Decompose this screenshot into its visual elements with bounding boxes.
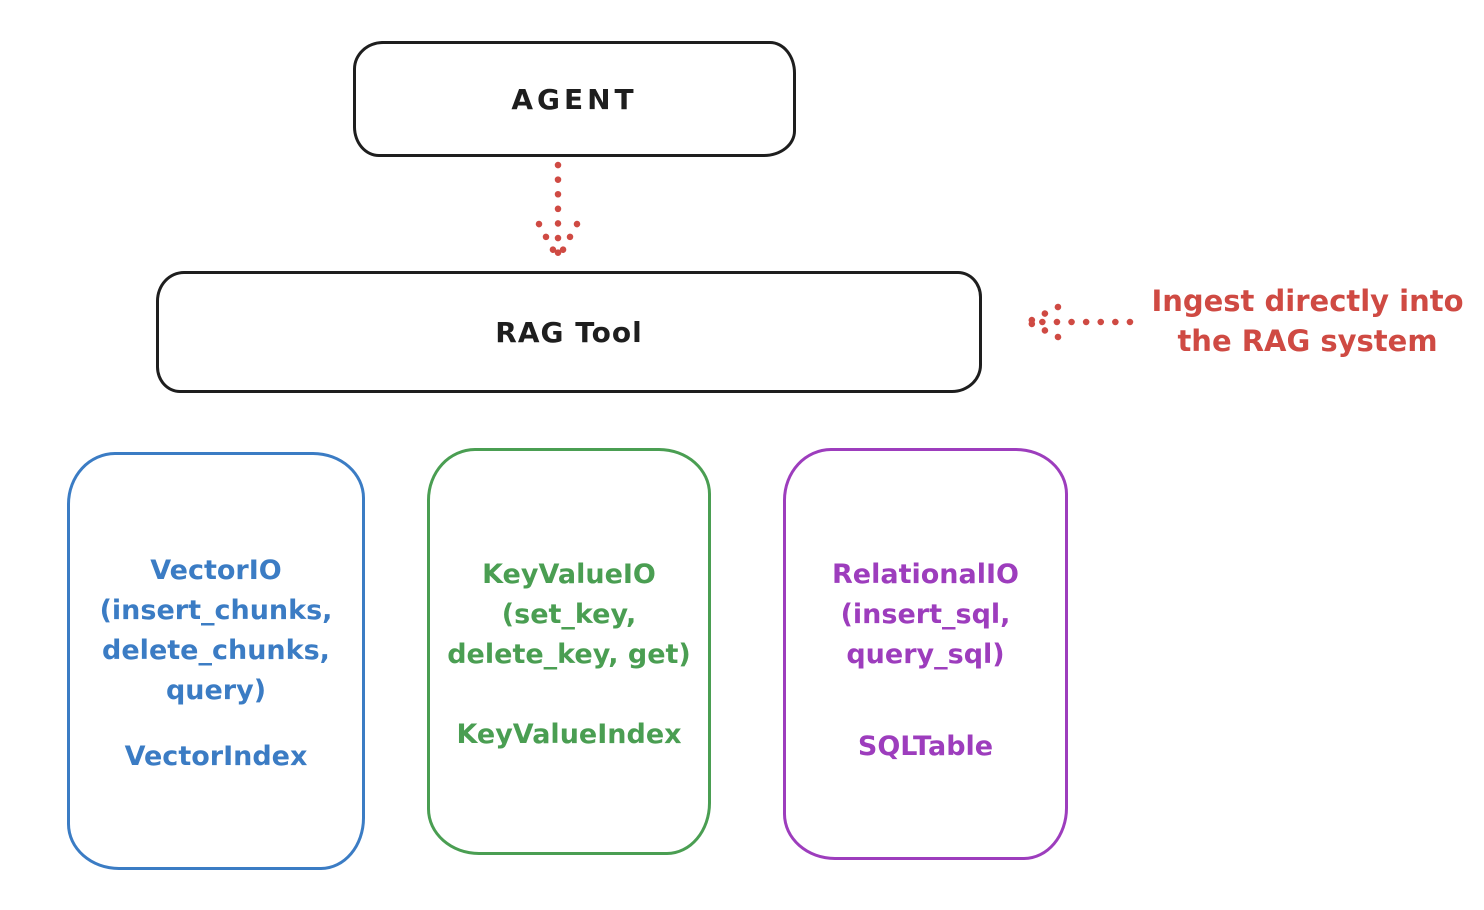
- ingest-arrow-icon: [1024, 303, 1134, 341]
- vector-io-box: VectorIO (insert_chunks, delete_chunks, …: [67, 452, 365, 870]
- sql-table-label: SQLTable: [857, 731, 994, 762]
- ingest-annotation-line1: Ingest directly into: [1151, 284, 1464, 318]
- agent-label: AGENT: [511, 82, 638, 116]
- vector-io-line: (insert_chunks,: [99, 595, 333, 626]
- keyvalue-io-line: delete_key, get): [447, 639, 691, 670]
- vector-io-line: query): [165, 675, 267, 706]
- agent-box: AGENT: [353, 41, 796, 157]
- rag-tool-label: RAG Tool: [495, 315, 643, 349]
- agent-to-ragtool-arrow-icon: [535, 161, 581, 263]
- ingest-annotation-line2: the RAG system: [1177, 324, 1438, 358]
- relational-io-box: RelationalIO (insert_sql, query_sql) SQL…: [783, 448, 1068, 860]
- vector-index-label: VectorIndex: [124, 741, 308, 772]
- relational-io-line: RelationalIO: [832, 559, 1019, 590]
- vector-io-line: delete_chunks,: [102, 635, 330, 666]
- vector-io-line: VectorIO: [150, 555, 282, 586]
- relational-io-line: (insert_sql,: [840, 599, 1011, 630]
- keyvalue-io-line: KeyValueIO: [482, 559, 656, 590]
- keyvalue-index-label: KeyValueIndex: [456, 719, 682, 750]
- relational-io-line: query_sql): [846, 639, 1005, 670]
- ingest-annotation: Ingest directly into the RAG system: [1135, 281, 1480, 361]
- rag-tool-box: RAG Tool: [156, 271, 982, 393]
- keyvalue-io-box: KeyValueIO (set_key, delete_key, get) Ke…: [427, 448, 711, 855]
- keyvalue-io-line: (set_key,: [501, 599, 637, 630]
